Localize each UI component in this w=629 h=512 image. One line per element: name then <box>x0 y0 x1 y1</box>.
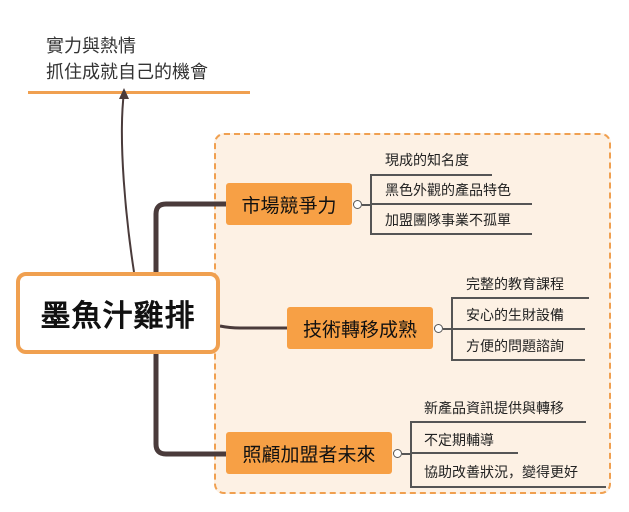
leaf-item[interactable]: 現成的知名度 <box>385 153 469 169</box>
leaf-connector <box>443 328 451 330</box>
leaf-underline <box>370 233 532 235</box>
leaf-item[interactable]: 方便的問題諮詢 <box>466 339 564 355</box>
leaf-item[interactable]: 新產品資訊提供與轉移 <box>424 401 564 417</box>
root-topic[interactable]: 墨魚汁雞排 <box>16 272 220 354</box>
callout-line-2: 抓住成就自己的機會 <box>46 62 208 83</box>
leaf-item[interactable]: 加盟團隊事業不孤單 <box>385 213 511 229</box>
leaf-underline <box>410 452 518 454</box>
leaf-underline <box>451 359 585 361</box>
leaf-item[interactable]: 協助改善狀況，變得更好 <box>424 465 578 481</box>
leaf-item[interactable]: 不定期輔導 <box>424 433 494 449</box>
callout-underline <box>28 91 250 94</box>
branch-label: 市場競爭力 <box>241 194 337 217</box>
leaf-connector <box>402 453 410 455</box>
leaf-item[interactable]: 安心的生財設備 <box>466 308 564 324</box>
leaf-underline <box>370 174 492 176</box>
branch-technology-transfer[interactable]: 技術轉移成熟 <box>287 307 433 349</box>
branch-market-competitiveness[interactable]: 市場競爭力 <box>226 183 352 225</box>
branch-label: 技術轉移成熟 <box>302 318 417 341</box>
branch-label: 照顧加盟者未來 <box>242 443 376 466</box>
collapse-toggle[interactable] <box>353 200 362 209</box>
leaf-underline <box>370 203 532 205</box>
leaf-connector <box>410 421 412 487</box>
root-topic-label: 墨魚汁雞排 <box>40 299 196 334</box>
leaf-item[interactable]: 黑色外觀的產品特色 <box>385 183 511 199</box>
leaf-connector <box>362 204 370 206</box>
leaf-underline <box>451 297 589 299</box>
leaf-underline <box>410 486 606 488</box>
collapse-toggle[interactable] <box>393 449 402 458</box>
leaf-underline <box>410 421 586 423</box>
callout-line-1: 實力與熱情 <box>46 36 136 57</box>
leaf-item[interactable]: 完整的教育課程 <box>466 277 564 293</box>
collapse-toggle[interactable] <box>434 324 443 333</box>
branch-franchisee-future[interactable]: 照顧加盟者未來 <box>226 432 392 474</box>
leaf-underline <box>451 328 585 330</box>
